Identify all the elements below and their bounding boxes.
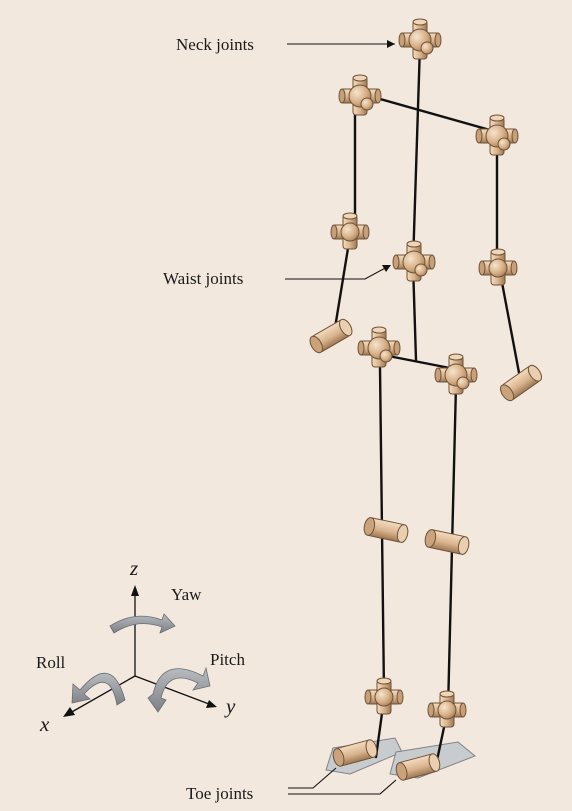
left-forearm-link — [332, 234, 352, 336]
toe-joints-label: Toe joints — [186, 784, 253, 803]
right-forearm-link — [498, 270, 522, 380]
neck-leader-arrow-icon — [387, 40, 395, 48]
waist-leader-line — [285, 265, 390, 280]
x-axis-label: x — [39, 712, 50, 736]
y-axis-arrow-icon — [206, 700, 217, 708]
z-axis-arrow-icon — [131, 585, 139, 596]
left-ankle-link — [374, 704, 385, 759]
toe-leader-line-right — [288, 779, 397, 795]
shoulder-link — [371, 95, 499, 134]
x-axis-arrow-icon — [63, 707, 75, 717]
neck-joints-label: Neck joints — [176, 35, 254, 54]
waist-joints-label: Waist joints — [163, 269, 243, 288]
coordinate-frame: z x y Yaw Roll Pitch — [36, 556, 245, 736]
y-axis-label: y — [224, 694, 236, 718]
pitch-label: Pitch — [210, 650, 245, 669]
toe-leader-line-left — [288, 767, 337, 789]
pitch-rotation-arrow-icon — [147, 666, 211, 713]
roll-label: Roll — [36, 653, 66, 672]
z-axis-label: z — [129, 556, 138, 580]
roll-rotation-arrow-icon — [71, 672, 126, 706]
yaw-label: Yaw — [171, 585, 202, 604]
yaw-rotation-arrow-icon — [109, 613, 176, 634]
spine-link — [411, 43, 422, 266]
waist-leader-arrow-icon — [382, 265, 391, 272]
